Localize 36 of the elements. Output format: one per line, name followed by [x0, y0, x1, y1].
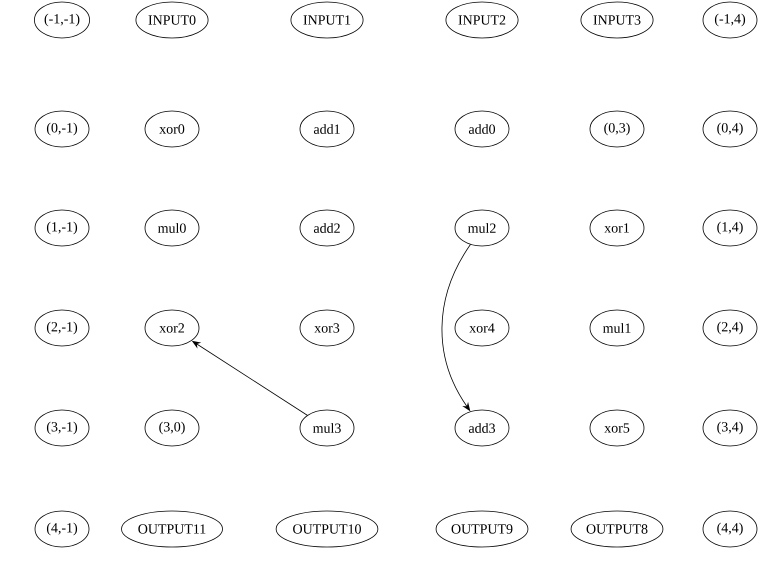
graph-node: INPUT3	[580, 2, 654, 38]
graph-node: mul1	[590, 310, 644, 346]
graph-node: add2	[300, 210, 354, 246]
graph-node: (3,0)	[144, 410, 200, 446]
graph-node: INPUT0	[136, 2, 208, 38]
graph-node: (1,4)	[702, 210, 758, 246]
graph-node: (3,-1)	[34, 410, 90, 446]
graph-node: OUTPUT10	[276, 510, 378, 548]
graph-node: OUTPUT11	[121, 510, 223, 548]
graph-node: (0,4)	[702, 110, 758, 148]
graph-node: (0,-1)	[34, 110, 90, 148]
graph-node: mul2	[454, 210, 510, 246]
graph-node: xor4	[454, 310, 510, 346]
graph-node: mul3	[300, 410, 354, 446]
graph-node: (1,-1)	[34, 210, 90, 246]
graph-node: INPUT2	[446, 2, 518, 38]
graph-node: add1	[300, 110, 354, 148]
graph-node: (-1,-1)	[34, 2, 90, 38]
graph-node: (-1,4)	[702, 2, 758, 38]
graph-node: xor0	[144, 110, 200, 148]
graph-node: (3,4)	[702, 410, 758, 446]
graph-node: (4,4)	[702, 510, 758, 548]
graph-node: add3	[454, 410, 510, 446]
graph-node: (2,4)	[702, 310, 758, 346]
graph-node: mul0	[144, 210, 200, 246]
graph-node: (2,-1)	[34, 310, 90, 346]
graph-node: xor3	[300, 310, 354, 346]
graph-node: xor2	[144, 310, 200, 346]
graph-node: add0	[454, 110, 510, 148]
graph-node: xor1	[590, 210, 644, 246]
graph-node: (0,3)	[590, 110, 644, 148]
graph-node: OUTPUT8	[570, 510, 664, 548]
graph-node: OUTPUT9	[436, 510, 528, 548]
graph-node: xor5	[590, 410, 644, 446]
graph-node: (4,-1)	[34, 510, 90, 548]
graph-node: INPUT1	[290, 2, 364, 38]
